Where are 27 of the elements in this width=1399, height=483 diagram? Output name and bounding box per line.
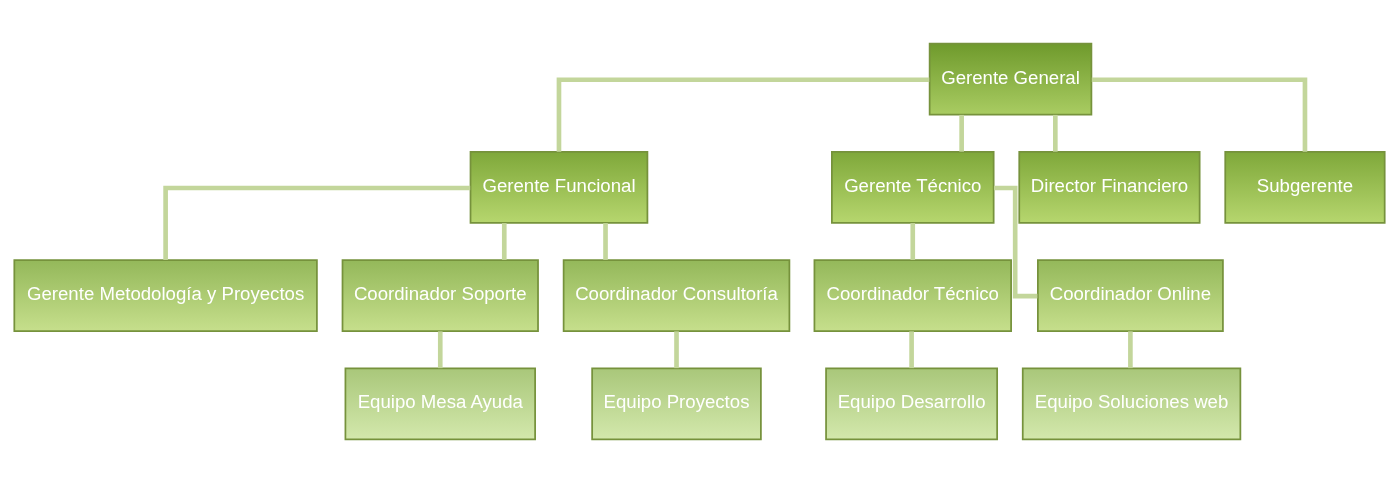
- connector: [993, 185, 1038, 299]
- connector: [501, 223, 507, 260]
- connector: [437, 331, 443, 369]
- node-box: Coordinador Soporte: [341, 259, 539, 332]
- connector: [959, 114, 964, 152]
- connector: [603, 223, 608, 260]
- node-box: Equipo Mesa Ayuda: [344, 367, 536, 441]
- connector: [674, 331, 679, 369]
- connector: [909, 331, 914, 369]
- node-box: Subgerente: [1224, 151, 1386, 224]
- node-box: Equipo Soluciones web: [1021, 367, 1242, 441]
- node-box: Coordinador Online: [1037, 259, 1224, 332]
- connector: [1091, 77, 1308, 152]
- node-box: Coordinador Consultoría: [562, 259, 791, 332]
- node-box: Coordinador Técnico: [813, 259, 1012, 332]
- node-box: Gerente Técnico: [831, 151, 995, 224]
- connector: [1128, 331, 1133, 369]
- node-box: Equipo Desarrollo: [825, 367, 998, 441]
- node-box: Gerente Metodología y Proyectos: [13, 259, 318, 332]
- connector: [556, 77, 930, 152]
- node-box: Gerente Funcional: [469, 151, 649, 224]
- node-box: Equipo Proyectos: [591, 367, 762, 441]
- node-box: Director Financiero: [1018, 151, 1201, 224]
- connector: [910, 223, 916, 260]
- node-box: Gerente General: [928, 42, 1093, 116]
- connector: [163, 185, 471, 261]
- connector: [1053, 114, 1058, 152]
